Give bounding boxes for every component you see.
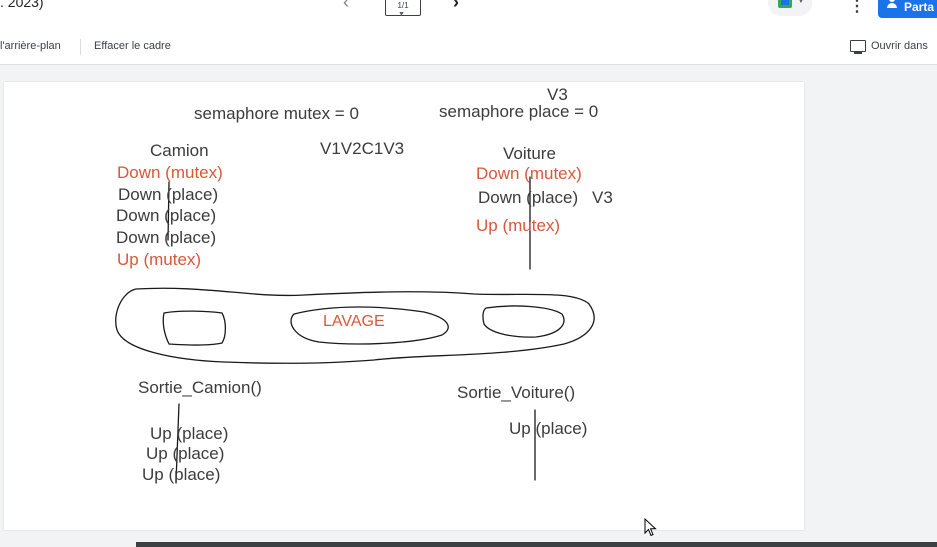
whiteboard-canvas[interactable]: semaphore mutex = 0 V3 semaphore place =… bbox=[4, 82, 804, 530]
bottom-strip bbox=[136, 542, 937, 547]
toolbar: l'arrière-plan Effacer le cadre Ouvrir d… bbox=[0, 30, 937, 65]
left-slot-shape bbox=[162, 310, 227, 346]
voiture-down-mutex: Down (mutex) bbox=[476, 164, 582, 183]
mouse-cursor-icon bbox=[644, 518, 657, 537]
right-slot-shape bbox=[482, 305, 565, 338]
voiture-down-place: Down (place) bbox=[478, 188, 579, 207]
chevron-down-icon: ▼ bbox=[797, 0, 805, 5]
more-options-icon[interactable]: ⋮ bbox=[849, 0, 865, 15]
sortie-voiture-up-place: Up (place) bbox=[509, 419, 588, 438]
sortie-camion-up-place-3: Up (place) bbox=[142, 465, 221, 484]
meet-button[interactable]: ▼ bbox=[768, 0, 812, 16]
v3-top-text: V3 bbox=[547, 85, 568, 104]
semaphore-place-text: semaphore place = 0 bbox=[439, 102, 599, 121]
open-in-button[interactable]: Ouvrir dans bbox=[871, 40, 928, 52]
share-button[interactable]: Parta bbox=[878, 0, 937, 18]
chevron-down-icon[interactable]: ▼ bbox=[398, 11, 405, 18]
page-indicator[interactable]: 1/1 bbox=[385, 0, 421, 16]
camion-down-mutex: Down (mutex) bbox=[117, 163, 223, 182]
camion-up-mutex: Up (mutex) bbox=[117, 250, 202, 269]
present-icon[interactable] bbox=[850, 40, 866, 54]
toolbar-divider bbox=[80, 39, 81, 55]
set-background-button[interactable]: l'arrière-plan bbox=[0, 40, 61, 52]
voiture-title: Voiture bbox=[503, 144, 556, 163]
previous-page-icon[interactable]: ‹ bbox=[343, 0, 349, 12]
voiture-up-mutex: Up (mutex) bbox=[476, 216, 561, 235]
document-date: . 2023) bbox=[0, 0, 44, 10]
sortie-voiture-title: Sortie_Voiture() bbox=[457, 383, 576, 402]
semaphore-mutex-text: semaphore mutex = 0 bbox=[194, 104, 359, 123]
clear-frame-button[interactable]: Effacer le cadre bbox=[94, 40, 171, 52]
person-icon bbox=[887, 0, 897, 10]
ink-drawing bbox=[115, 176, 595, 483]
camion-down-place-3: Down (place) bbox=[116, 228, 217, 247]
sortie-camion-title: Sortie_Camion() bbox=[138, 378, 262, 397]
lavage-center-shape bbox=[290, 306, 449, 345]
share-label: Parta bbox=[904, 0, 935, 14]
sortie-camion-up-place-2: Up (place) bbox=[146, 444, 225, 463]
camion-title: Camion bbox=[150, 141, 209, 160]
camion-down-ink-line bbox=[167, 181, 170, 241]
sortie-camion-ink-line bbox=[175, 403, 180, 483]
top-bar: . 2023) ‹ 1/1 ▼ › ▼ ⋮ Parta bbox=[0, 0, 937, 30]
sortie-camion-up-place-1: Up (place) bbox=[150, 424, 229, 443]
lavage-label: LAVAGE bbox=[323, 313, 385, 330]
meet-icon bbox=[778, 0, 792, 8]
next-page-icon[interactable]: › bbox=[453, 0, 459, 12]
lavage-outer-shape bbox=[115, 287, 595, 364]
sequence-text: V1V2C1V3 bbox=[320, 139, 405, 158]
camion-down-place-2: Down (place) bbox=[116, 206, 217, 225]
voiture-down-place-note: V3 bbox=[592, 188, 613, 207]
camion-down-place-1: Down (place) bbox=[118, 185, 219, 204]
